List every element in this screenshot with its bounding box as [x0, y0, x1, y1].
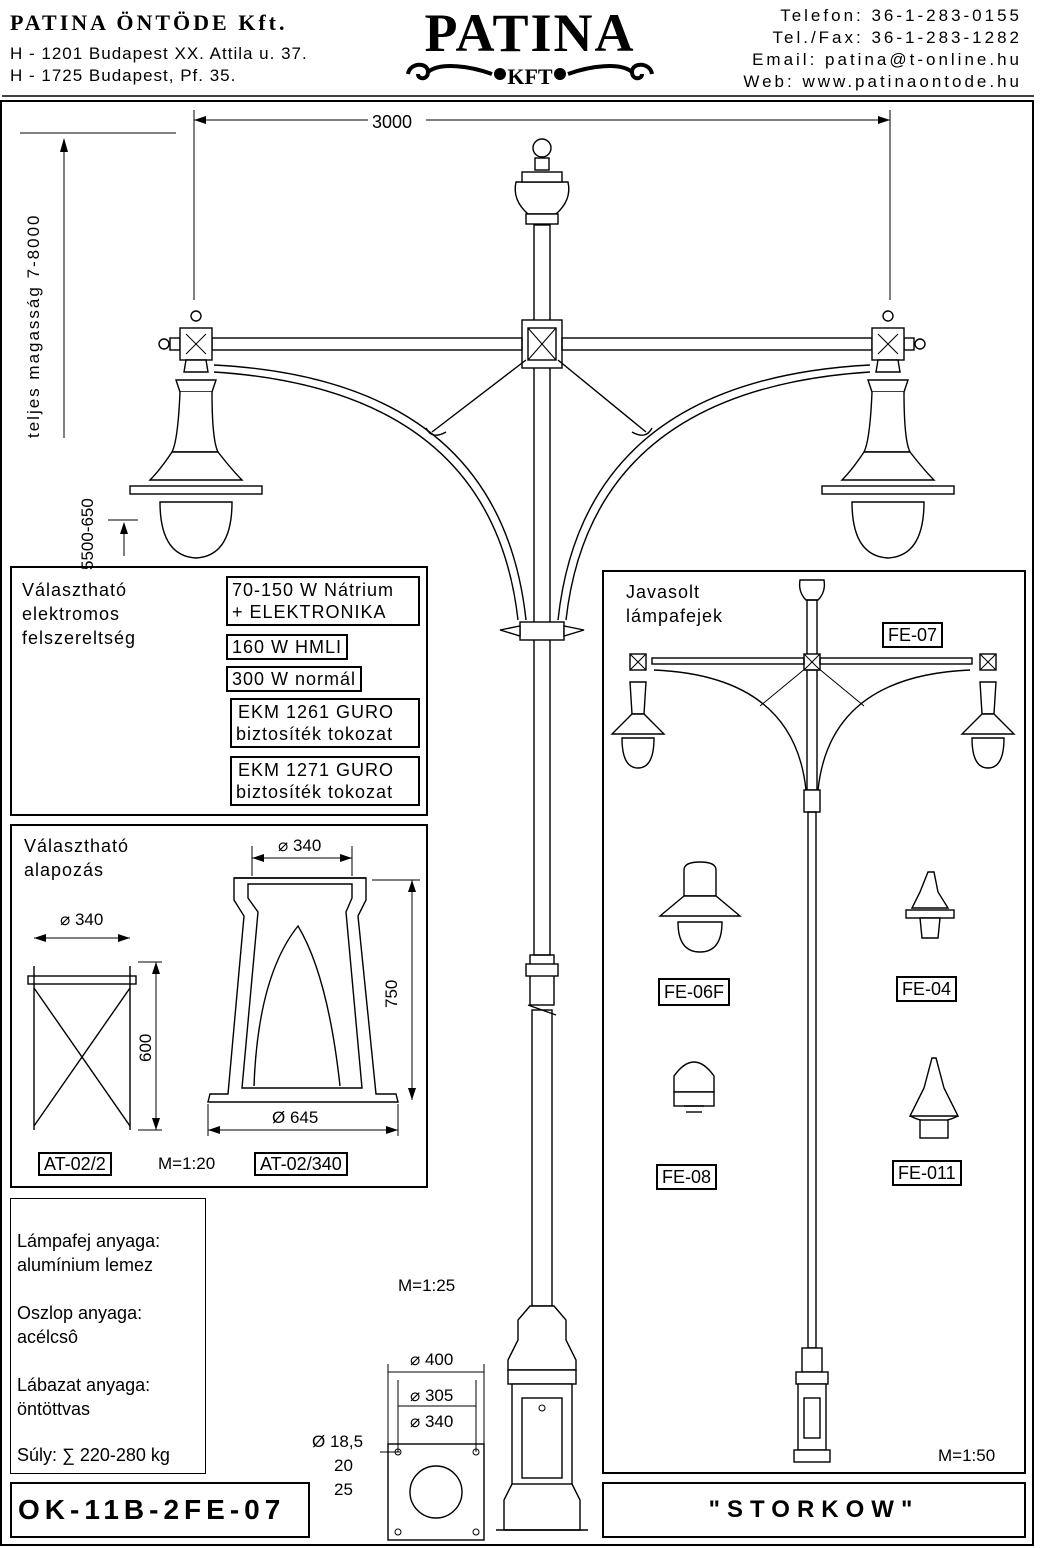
logo-main: PATINA [424, 3, 636, 63]
frame-height: 600 [136, 1033, 155, 1062]
drawing-frame [0, 100, 1034, 1546]
foundation-diameter-top: ⌀ 340 [278, 836, 322, 855]
lamp-height-label: 5500-650 [78, 498, 97, 570]
frame-diameter: ⌀ 340 [60, 910, 104, 929]
head-fe-04: FE-04 [896, 976, 958, 1002]
lamp-heads-panel: Javasolt lámpafejek [602, 570, 1026, 1474]
foundation-title-2: alapozás [24, 860, 105, 880]
head-fe-07: FE-07 [882, 622, 944, 648]
option-normal: 300 W normál [226, 666, 363, 692]
web: Web: www.patinaontode.hu [743, 72, 1022, 91]
head-fe-011: FE-011 [892, 1160, 962, 1186]
electrical-title-3: felszereltség [22, 628, 137, 648]
base-d400: ⌀ 400 [410, 1350, 454, 1369]
electrical-title-2: elektromos [22, 604, 121, 624]
electrical-options-panel: Választható elektromos felszereltség 70-… [10, 566, 428, 816]
code-at-02-2: AT-02/2 [38, 1152, 112, 1176]
product-name: "STORKOW" [708, 1496, 920, 1523]
address-line-1: H - 1201 Budapest XX. Attila u. 37. [10, 44, 308, 63]
materials-panel: Lámpafej anyaga: alumínium lemez Oszlop … [10, 1198, 206, 1474]
lamp-heads-drawing [610, 579, 1016, 1463]
option-natrium: 70-150 W Nátrium + ELEKTRONIKA [226, 576, 420, 626]
product-name-box: "STORKOW" [602, 1482, 1026, 1538]
foundation-title-1: Választható [24, 836, 130, 856]
company-name: PATINA ÖNTÖDE Kft. [10, 10, 288, 35]
address-line-2: H - 1725 Budapest, Pf. 35. [10, 66, 237, 85]
foundation-scale: M=1:20 [158, 1154, 216, 1173]
head-fe-08: FE-08 [656, 1164, 718, 1190]
electrical-title-1: Választható [22, 580, 128, 600]
total-height-label: teljes magasság 7-8000 [24, 213, 43, 438]
fax: Tel./Fax: 36-1-283-1282 [772, 28, 1022, 47]
product-code-box: OK-11B-2FE-07 [10, 1482, 310, 1538]
base-20: 20 [334, 1456, 353, 1475]
logo-scroll-icon [406, 62, 654, 81]
logo-sub: KFT [507, 64, 553, 89]
heads-title-1: Javasolt [626, 582, 701, 602]
width-dimension: 3000 [372, 112, 413, 132]
foundation-drawing [27, 846, 420, 1136]
code-at-02-340: AT-02/340 [254, 1152, 348, 1176]
base-25: 25 [334, 1480, 353, 1499]
phone: Telefon: 36-1-283-0155 [780, 6, 1022, 25]
foundation-diameter-bottom: Ø 645 [272, 1108, 319, 1127]
base-d18: Ø 18,5 [312, 1432, 364, 1451]
logo: PATINA KFT [400, 0, 660, 95]
heads-scale: M=1:50 [938, 1446, 996, 1465]
heads-title-2: lámpafejek [626, 606, 724, 626]
option-ekm1261: EKM 1261 GURO biztosíték tokozat [230, 698, 420, 748]
email: Email: patina@t-online.hu [752, 50, 1022, 69]
main-scale: M=1:25 [398, 1276, 456, 1295]
foundation-height: 750 [382, 979, 401, 1008]
base-d340: ⌀ 340 [410, 1412, 454, 1431]
foundation-panel: Választható alapozás ⌀ 34 [10, 824, 428, 1188]
product-code: OK-11B-2FE-07 [18, 1494, 286, 1525]
option-ekm1271: EKM 1271 GURO biztosíték tokozat [230, 756, 420, 806]
head-fe-06f: FE-06F [658, 978, 731, 1006]
option-hmli: 160 W HMLI [226, 634, 349, 660]
base-d305: ⌀ 305 [410, 1386, 454, 1405]
